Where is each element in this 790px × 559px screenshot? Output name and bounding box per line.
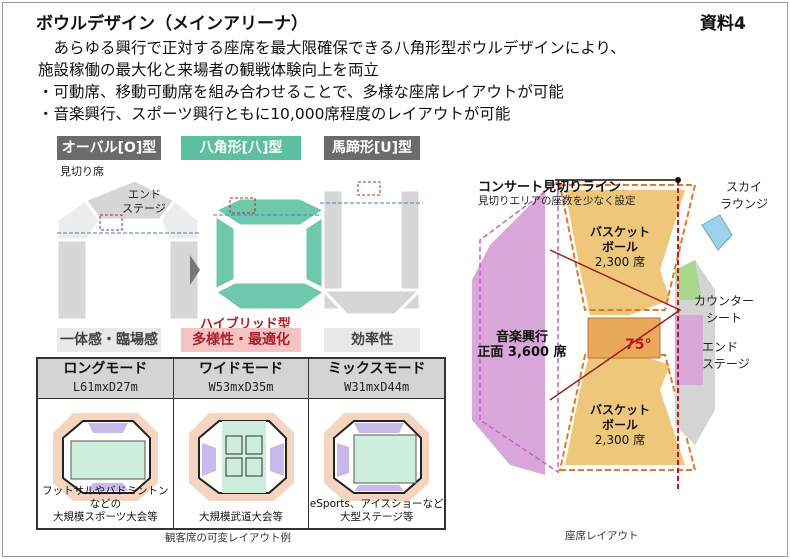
body-line: ・音楽興行、スポーツ興行ともに10,000席程度のレイアウトが可能 bbox=[38, 105, 511, 123]
type-horseshoe-label: 馬蹄形[U]型 bbox=[324, 136, 420, 160]
end-stage-label: ステージ bbox=[702, 357, 750, 371]
sky-lounge-area bbox=[701, 214, 733, 251]
counter-seat-label: シート bbox=[706, 311, 743, 325]
document-number: 資料4 bbox=[700, 14, 746, 34]
bowl-type-diagrams bbox=[55, 178, 424, 320]
music-seats: 正面 3,600 席 bbox=[477, 345, 567, 360]
angle-label: 75° bbox=[625, 337, 652, 353]
basket-top-area bbox=[565, 190, 685, 315]
body-line: 施設稼働の最大化と来場者の観戦体験向上を両立 bbox=[38, 61, 380, 79]
modes-caption: 観客席の可変レイアウト例 bbox=[165, 532, 291, 544]
oval-bowl bbox=[55, 178, 201, 320]
basket-bottom-seats: 2,300 席 bbox=[594, 433, 646, 447]
basket-bottom-area bbox=[565, 352, 685, 465]
court bbox=[587, 317, 661, 359]
mode-desc: 大型ステージ等 bbox=[340, 511, 414, 523]
basket-top-label: バスケット bbox=[589, 225, 650, 239]
music-seating-area bbox=[472, 190, 545, 475]
mode-desc: 大規模武道大会等 bbox=[199, 511, 283, 523]
octagon-feature: 多様性・最適化 bbox=[181, 328, 301, 352]
mode-desc: フットサルやバドミントンなどの bbox=[42, 485, 169, 510]
concert-line-sub: 見切りエリアの座数を少なく設定 bbox=[478, 195, 636, 207]
body-line: あらゆる興行で正対する座席を最大限確保できる八角形型ボウルデザインにより、 bbox=[38, 39, 626, 57]
mode-dims: L61mxD27m bbox=[72, 380, 138, 394]
mode-long: ロングモード L61mxD27m フットサルやバドミントンなどの大規模スポーツ大会… bbox=[38, 359, 174, 528]
concert-line-label: コンサート見切りライン bbox=[478, 180, 622, 195]
type-octagon-label: 八角形[八]型 bbox=[181, 136, 301, 160]
end-stage-area bbox=[675, 315, 703, 385]
horseshoe-bowl bbox=[319, 188, 424, 317]
long-mode-diagram bbox=[53, 413, 158, 501]
mode-dims: W31mxD44m bbox=[344, 380, 410, 394]
mode-wide: ワイドモード W53mxD35m 大規模武道大会等 bbox=[173, 359, 310, 528]
sky-lounge-label: スカイ bbox=[726, 180, 763, 194]
mode-name: ロングモード bbox=[63, 361, 148, 377]
music-label: 音楽興行 bbox=[495, 330, 548, 345]
seat-layout-caption: 座席レイアウト bbox=[565, 530, 639, 542]
mode-desc: 大規模スポーツ大会等 bbox=[52, 511, 158, 523]
page-title: ボウルデザイン（メインアリーナ） bbox=[36, 14, 308, 34]
cutoff-seats-label: 見切り席 bbox=[60, 165, 104, 178]
basket-top-label: ボール bbox=[601, 240, 638, 254]
mode-dims: W53mxD35m bbox=[208, 380, 274, 394]
counter-seat-label: カウンター bbox=[694, 294, 755, 308]
seat-layout-diagram bbox=[472, 177, 733, 490]
mode-name: ミックスモード bbox=[327, 361, 426, 377]
wide-mode-diagram bbox=[188, 413, 294, 501]
mode-desc: eSports、アイスショーなど bbox=[309, 498, 444, 510]
body-line: ・可動席、移動可動席を組み合わせることで、多様な座席レイアウトが可能 bbox=[38, 83, 564, 101]
basket-bottom-label: ボール bbox=[601, 418, 638, 432]
type-oval-label: オーバル[O]型 bbox=[57, 136, 161, 160]
modes-table: ロングモード L61mxD27m フットサルやバドミントンなどの大規模スポーツ大会… bbox=[36, 357, 446, 530]
sky-lounge-label: ラウンジ bbox=[720, 197, 769, 211]
mix-mode-diagram bbox=[324, 413, 430, 501]
counter-seat-area bbox=[675, 260, 702, 300]
oval-feature: 一体感・臨場感 bbox=[57, 328, 161, 352]
basket-top-seats: 2,300 席 bbox=[594, 255, 646, 269]
end-stage-label-1: エンド bbox=[128, 188, 161, 201]
mode-name: ワイドモード bbox=[199, 361, 283, 377]
horseshoe-feature: 効率性 bbox=[324, 328, 420, 352]
mode-mix: ミックスモード W31mxD44m eSports、アイスショーなど大型ステージ等 bbox=[309, 359, 445, 528]
basket-bottom-label: バスケット bbox=[589, 403, 650, 417]
end-stage-label-2: ステージ bbox=[122, 202, 166, 215]
end-stage-label: エンド bbox=[702, 340, 739, 354]
